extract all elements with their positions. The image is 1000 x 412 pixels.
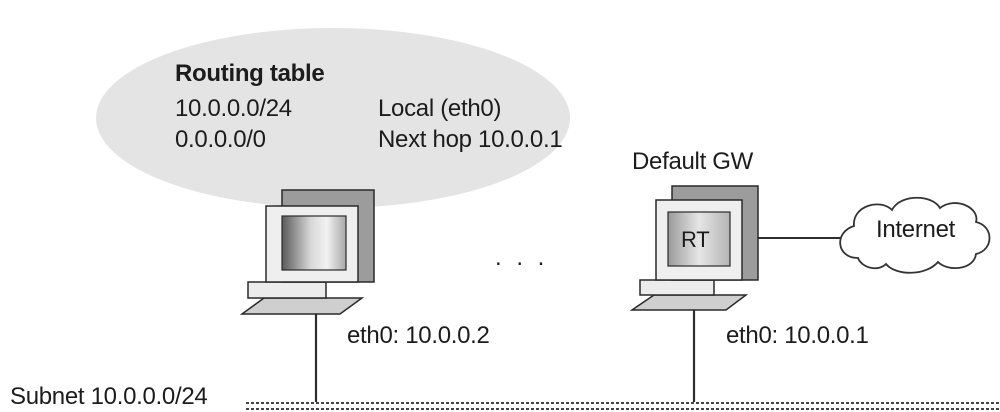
route-destination: 10.0.0.0/24 xyxy=(175,95,292,122)
routing-table-title: Routing table xyxy=(175,60,325,87)
host-computer-icon xyxy=(239,189,375,315)
route-destination: 0.0.0.0/0 xyxy=(175,126,266,153)
route-target: Next hop 10.0.0.1 xyxy=(378,126,563,153)
internet-cloud-icon xyxy=(839,196,991,274)
more-hosts-ellipsis: . . . xyxy=(495,244,549,271)
gateway-computer-icon xyxy=(629,185,759,311)
route-target: Local (eth0) xyxy=(378,95,502,122)
subnet-bus xyxy=(246,402,1000,410)
gateway-screen-label: RT xyxy=(681,227,710,252)
host-interface-label: eth0: 10.0.0.2 xyxy=(347,322,490,349)
routing-table-bubble xyxy=(96,28,570,208)
gateway-title: Default GW xyxy=(632,148,754,175)
internet-label: Internet xyxy=(876,216,955,243)
subnet-label: Subnet 10.0.0.0/24 xyxy=(10,383,208,410)
gateway-interface-label: eth0: 10.0.0.1 xyxy=(726,322,869,349)
